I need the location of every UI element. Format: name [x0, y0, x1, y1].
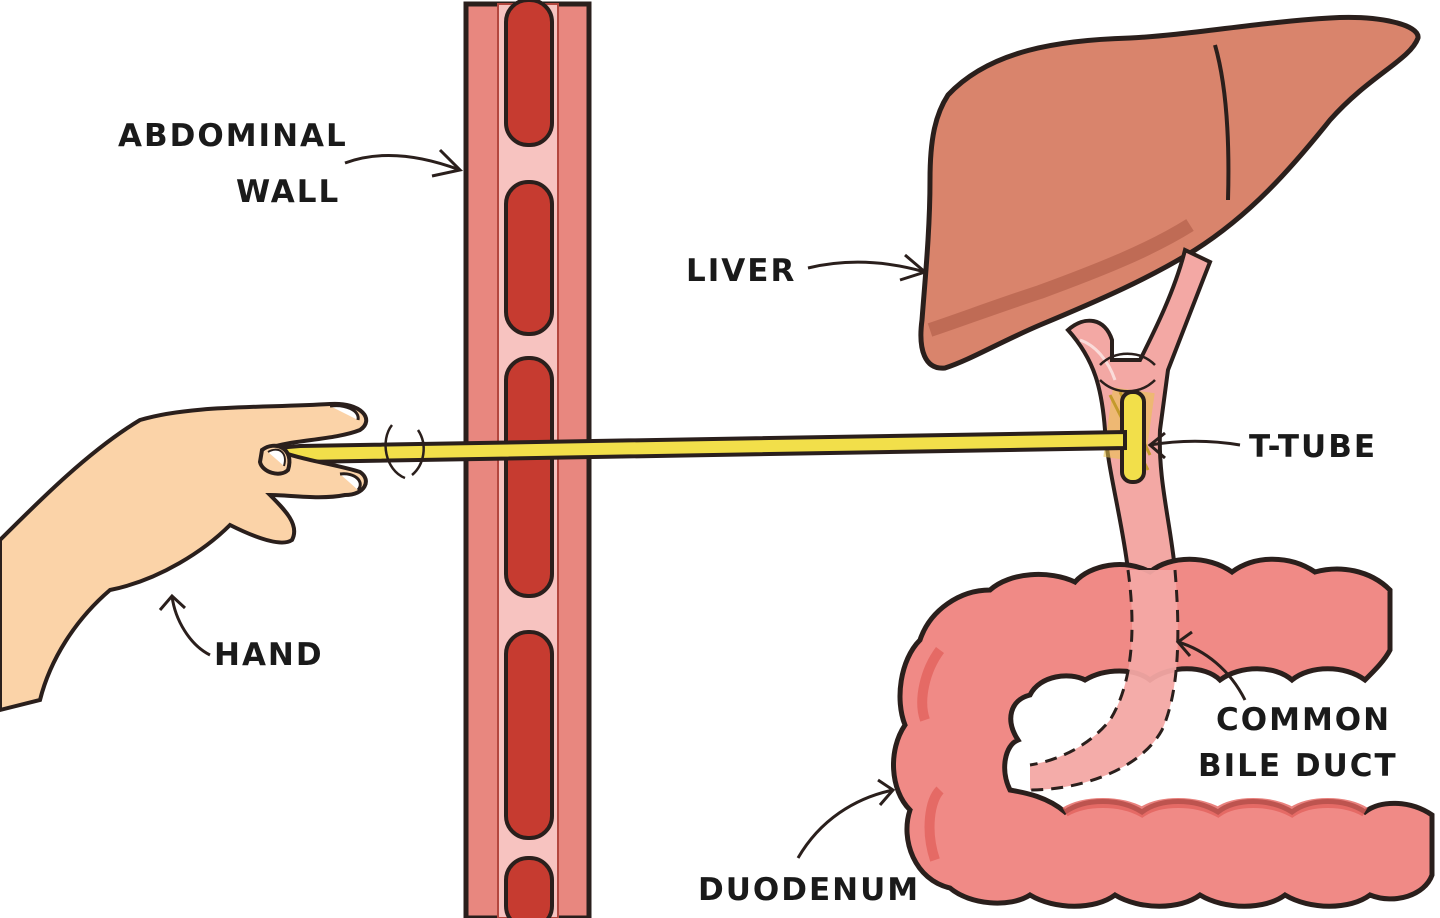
- common-bile-duct-pointer: [1177, 640, 1247, 701]
- abdominal-wall-pointer: [344, 154, 461, 172]
- duodenum-label: DUODENUM: [698, 872, 920, 908]
- hand-pointer: [170, 595, 211, 657]
- hand: [0, 401, 368, 713]
- hand-label: HAND: [214, 637, 324, 673]
- abdominal-wall-label-line1: ABDOMINAL: [118, 118, 348, 154]
- pointer-arrows: [158, 148, 1247, 859]
- abdominal-wall: [463, 0, 592, 918]
- common-bile-duct-label-line2: BILE DUCT: [1198, 748, 1398, 784]
- rotation-arrows: [384, 352, 1156, 480]
- duodenum-pointer: [796, 788, 894, 859]
- liver-label: LIVER: [686, 253, 796, 289]
- liver-pointer: [807, 260, 926, 274]
- labels: ABDOMINAL WALL LIVER T-TUBE HAND COMMON …: [118, 118, 1398, 908]
- t-tube-label: T-TUBE: [1249, 429, 1377, 465]
- common-bile-duct-label-line1: COMMON: [1216, 702, 1391, 738]
- t-tube-pointer: [1149, 439, 1241, 447]
- abdominal-wall-label-line2: WALL: [236, 174, 340, 210]
- common-bile-duct: [1029, 569, 1180, 792]
- muscle-segments: [504, 0, 554, 918]
- duodenum: [891, 556, 1435, 909]
- liver: [918, 14, 1421, 371]
